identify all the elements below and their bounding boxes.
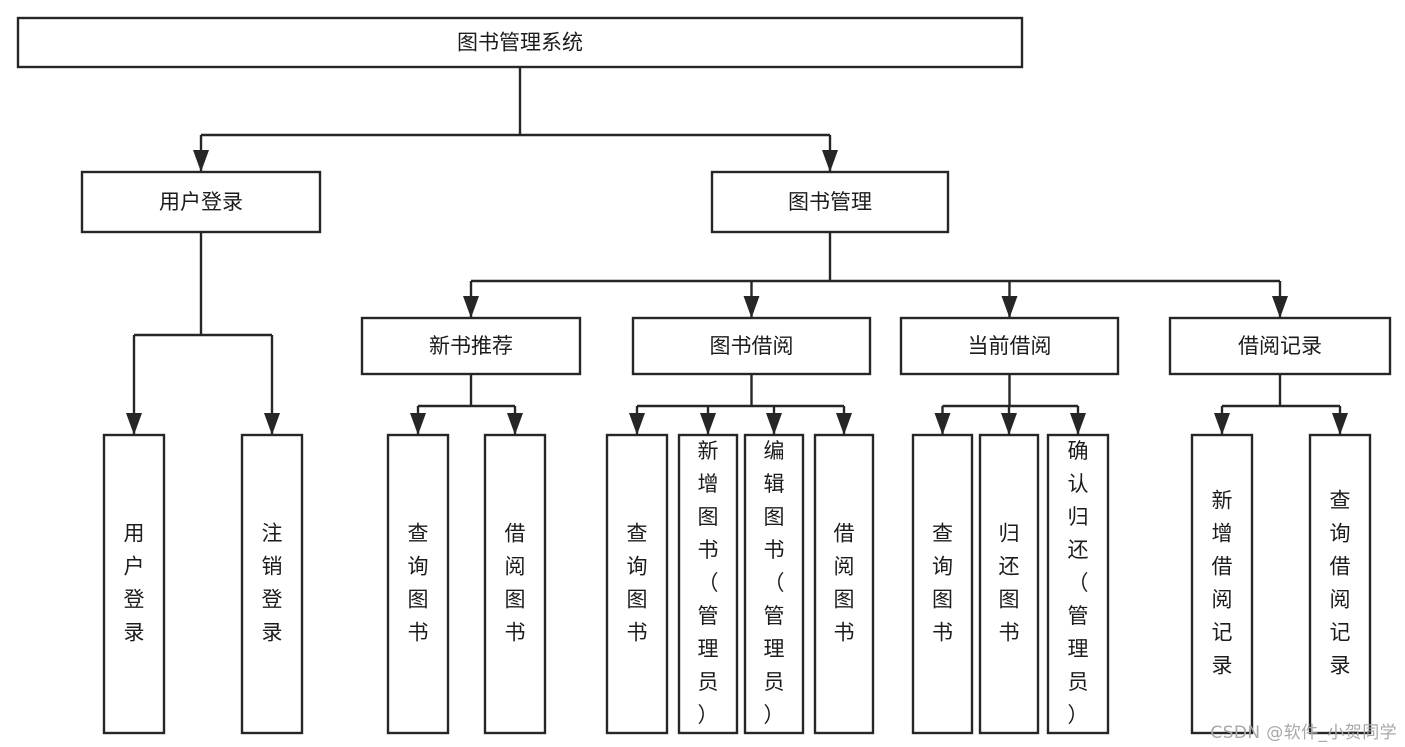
node-label-leaf-logout: 注销登录: [262, 522, 283, 645]
node-label-leaf-borrow-book-1: 借阅图书: [505, 522, 526, 645]
edge-group-book-manage: [463, 232, 1288, 318]
node-box-leaf-borrow-book-2: [813, 433, 875, 735]
arrow-head-icon: [463, 296, 479, 318]
arrow-head-icon: [1214, 413, 1230, 435]
node-layer: 图书管理系统用户登录图书管理新书推荐图书借阅当前借阅借阅记录用户登录注销登录查询…: [16, 16, 1392, 735]
edge-group-user-login: [126, 232, 280, 435]
node-leaf-logout[interactable]: 注销登录: [240, 433, 304, 735]
node-box-leaf-user-login: [102, 433, 166, 735]
arrow-head-icon: [410, 413, 426, 435]
node-leaf-query-borrow-record[interactable]: 查询借阅记录: [1308, 433, 1372, 735]
node-box-leaf-query-borrow-record: [1308, 433, 1372, 735]
node-label-leaf-query-book-1: 查询图书: [408, 522, 429, 645]
node-box-user-login: [80, 170, 322, 234]
node-label-leaf-borrow-book-2: 借阅图书: [834, 522, 855, 645]
edge-group-current-borrow: [934, 374, 1086, 435]
arrow-head-icon: [629, 413, 645, 435]
node-label-leaf-user-login: 用户登录: [124, 522, 145, 645]
node-label-leaf-add-book-admin: 新增图书（管理员）: [698, 439, 719, 727]
arrow-head-icon: [507, 413, 523, 435]
node-label-leaf-return-book: 归还图书: [999, 522, 1020, 645]
node-leaf-edit-book-admin[interactable]: 编辑图书（管理员）: [743, 433, 805, 735]
node-box-leaf-query-book-1: [386, 433, 450, 735]
edge-group-root: [193, 67, 838, 172]
node-leaf-query-book-3[interactable]: 查询图书: [911, 433, 974, 735]
node-box-current-borrow: [899, 316, 1120, 376]
arrow-head-icon: [700, 413, 716, 435]
node-box-leaf-borrow-book-1: [483, 433, 547, 735]
node-label-root: 图书管理系统: [457, 31, 583, 55]
node-leaf-user-login[interactable]: 用户登录: [102, 433, 166, 735]
node-label-leaf-query-borrow-record: 查询借阅记录: [1330, 489, 1351, 678]
arrow-head-icon: [836, 413, 852, 435]
node-label-leaf-query-book-2: 查询图书: [627, 522, 648, 645]
node-label-user-login: 用户登录: [159, 190, 243, 214]
node-label-book-manage: 图书管理: [788, 190, 872, 214]
node-book-borrow[interactable]: 图书借阅: [631, 316, 872, 376]
node-box-leaf-logout: [240, 433, 304, 735]
node-leaf-add-borrow-record[interactable]: 新增借阅记录: [1190, 433, 1254, 735]
node-box-leaf-confirm-return-admin: [1046, 433, 1110, 735]
node-leaf-return-book[interactable]: 归还图书: [978, 433, 1040, 735]
node-leaf-borrow-book-1[interactable]: 借阅图书: [483, 433, 547, 735]
node-box-leaf-return-book: [978, 433, 1040, 735]
node-box-leaf-query-book-2: [605, 433, 669, 735]
node-leaf-add-book-admin[interactable]: 新增图书（管理员）: [677, 433, 739, 735]
edge-group-new-book-recommend: [410, 374, 523, 435]
node-box-leaf-query-book-3: [911, 433, 974, 735]
watermark-text: CSDN @软件_小贺同学: [1210, 723, 1397, 743]
edge-group-book-borrow: [629, 374, 852, 435]
node-user-login[interactable]: 用户登录: [80, 170, 322, 234]
arrow-head-icon: [1001, 296, 1018, 318]
arrow-head-icon: [766, 413, 782, 435]
arrow-head-icon: [1001, 413, 1017, 435]
node-book-manage[interactable]: 图书管理: [710, 170, 950, 234]
node-label-new-book-recommend: 新书推荐: [429, 334, 513, 358]
arrow-head-icon: [126, 413, 142, 435]
arrow-head-icon: [264, 413, 280, 435]
node-label-borrow-record: 借阅记录: [1238, 334, 1322, 358]
node-leaf-query-book-1[interactable]: 查询图书: [386, 433, 450, 735]
arrow-head-icon: [822, 150, 838, 172]
node-box-book-manage: [710, 170, 950, 234]
node-leaf-query-book-2[interactable]: 查询图书: [605, 433, 669, 735]
arrow-head-icon: [1332, 413, 1348, 435]
node-box-book-borrow: [631, 316, 872, 376]
arrow-head-icon: [193, 150, 209, 172]
node-label-leaf-query-book-3: 查询图书: [932, 522, 953, 645]
node-label-book-borrow: 图书借阅: [710, 334, 794, 358]
node-label-current-borrow: 当前借阅: [968, 334, 1052, 358]
node-leaf-confirm-return-admin[interactable]: 确认归还（管理员）: [1046, 433, 1110, 735]
node-root[interactable]: 图书管理系统: [16, 16, 1024, 69]
node-box-leaf-edit-book-admin: [743, 433, 805, 735]
arrow-head-icon: [1272, 296, 1288, 318]
edge-layer: [126, 67, 1348, 435]
node-new-book-recommend[interactable]: 新书推荐: [360, 316, 582, 376]
arrow-head-icon: [934, 413, 951, 435]
node-box-root: [16, 16, 1024, 69]
edge-group-borrow-record: [1214, 374, 1348, 435]
node-box-borrow-record: [1168, 316, 1392, 376]
node-box-leaf-add-book-admin: [677, 433, 739, 735]
node-current-borrow[interactable]: 当前借阅: [899, 316, 1120, 376]
node-label-leaf-add-borrow-record: 新增借阅记录: [1212, 489, 1233, 678]
node-label-leaf-edit-book-admin: 编辑图书（管理员）: [764, 439, 785, 727]
node-borrow-record[interactable]: 借阅记录: [1168, 316, 1392, 376]
node-box-leaf-add-borrow-record: [1190, 433, 1254, 735]
node-box-new-book-recommend: [360, 316, 582, 376]
node-label-leaf-confirm-return-admin: 确认归还（管理员）: [1068, 439, 1089, 727]
arrow-head-icon: [1070, 413, 1086, 435]
arrow-head-icon: [743, 296, 760, 318]
node-leaf-borrow-book-2[interactable]: 借阅图书: [813, 433, 875, 735]
